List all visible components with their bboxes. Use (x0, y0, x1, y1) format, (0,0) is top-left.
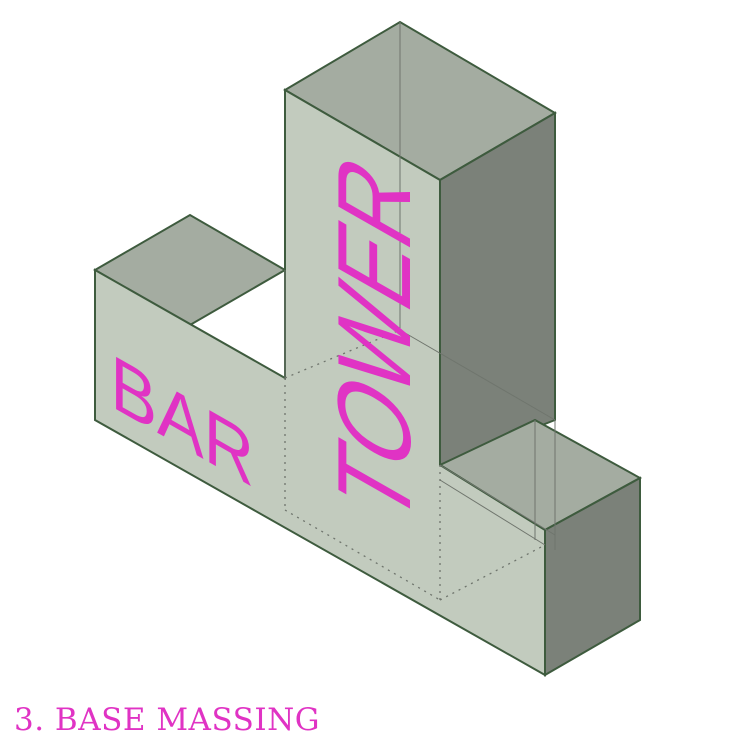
tower-label: TOWER (316, 134, 432, 545)
construction-lines (284, 22, 556, 550)
tower-label-group: TOWER (316, 134, 432, 545)
hidden-dashed-lines (284, 329, 546, 601)
caption: 3. BASE MASSING (14, 702, 321, 738)
